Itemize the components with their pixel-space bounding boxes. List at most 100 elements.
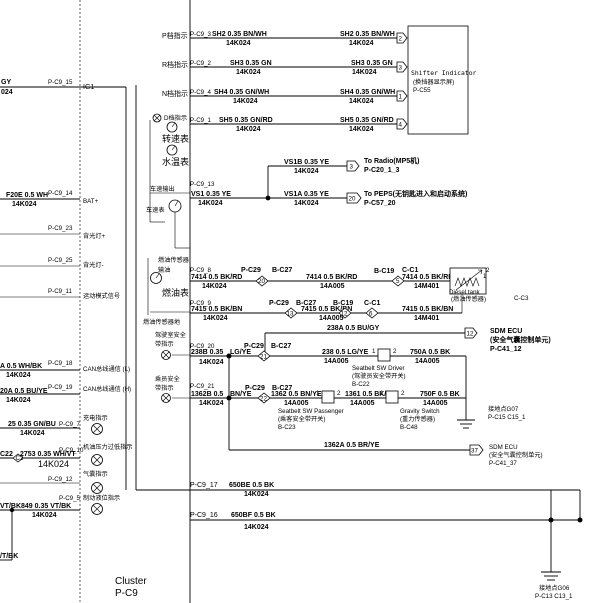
- pass-sw-desc: (乘客安全带开关): [278, 415, 325, 423]
- srs-circuit: 238A 0.5 BU/GY 12 SDM ECU (安全气囊控制单元) P-C…: [190, 325, 551, 467]
- wire-sh4-code-b: 14K024: [349, 98, 374, 105]
- wire-238-code: 14A005: [324, 358, 349, 365]
- shifter-title: Shifter Indicator: [411, 69, 477, 77]
- wire-can-h: 20A 0.5 BU/YE: [0, 388, 48, 395]
- brake-splice: [9, 507, 15, 513]
- fuel-pin-6: 6: [369, 311, 373, 318]
- sdm-desc: (安全气囊控制单元): [490, 335, 551, 344]
- speed-signals: P-C9_13 VS1 0.35 YE 14K024 VS1B 0.35 YE …: [190, 156, 467, 207]
- peps-code: P-C57_20: [364, 200, 396, 207]
- wire-1361-code: 14A005: [350, 400, 375, 407]
- wire-sh4-a: SH4 0.35 GN/WH: [214, 89, 269, 96]
- wire-can-l-code: 14K024: [6, 372, 31, 379]
- pin-sport: 运动模式信号: [83, 292, 120, 300]
- radio-to: To Radio(MP5机): [364, 156, 419, 165]
- wire-vs1b-code: 14K024: [294, 168, 319, 175]
- oil-connector-label: C2: [16, 455, 24, 462]
- wire-sh5-code-b: 14K024: [349, 126, 374, 133]
- sdm-code: P-C41_12: [490, 346, 522, 353]
- belt-inline-21-icon: 21: [257, 350, 271, 362]
- wire-750f-code: 14A005: [423, 400, 448, 407]
- wire-650be-code: 14K024: [244, 491, 269, 498]
- fuel-c29-b: P-C29: [269, 300, 289, 307]
- pin-p9: P-C9_9: [190, 300, 212, 307]
- fuel-b19-b: B-C19: [333, 300, 353, 307]
- wire-750a: 750A 0.5 BK: [410, 349, 450, 356]
- ind-fuel-ground: 燃油传感器地: [143, 318, 180, 326]
- fuel-inline-13-icon: 13: [284, 307, 298, 319]
- sdm2-code: P-C41_37: [489, 460, 517, 467]
- pass-sw-title: Seatbelt SW Passenger: [278, 408, 344, 415]
- shifter-pin-2-icon: 2: [396, 32, 408, 44]
- fuel-pin-13: 13: [287, 311, 294, 318]
- fuel-inline-6-icon: 6: [365, 307, 379, 319]
- wire-7414-b-code: 14A005: [320, 283, 345, 290]
- shifter-pin-3-icon: 3: [396, 61, 408, 73]
- shifter-pin-1: 1: [399, 94, 403, 101]
- wire-1361: 1361 0.5 BK/OG: [345, 391, 398, 398]
- diesel-title: Diesel tank: [449, 289, 481, 296]
- belt-c29: P-C29: [244, 343, 264, 350]
- grav-sw-code: B-C48: [400, 424, 418, 431]
- pin-can-l: CAN总线通信 (L): [83, 365, 130, 373]
- wire-vs1a: VS1A 0.35 YE: [284, 191, 329, 198]
- wire-f20e-code: 14K024: [12, 201, 37, 208]
- belt-pin-21: 21: [260, 354, 267, 361]
- sdm-title: SDM ECU: [490, 328, 522, 335]
- ind-speedo: 车速表: [146, 206, 165, 214]
- wire-sh2-a: SH2 0.35 BN/WH: [212, 31, 267, 38]
- wire-charge: 25 0.35 GN/BU: [8, 421, 56, 428]
- pin-charge: 充电指示: [83, 414, 108, 422]
- radio-code: P-C20_1_3: [364, 167, 400, 174]
- radio-pin-icon: 3: [346, 160, 360, 172]
- wire-sh4-code: 14K024: [233, 98, 258, 105]
- wire-238b-code: 14K024: [199, 359, 224, 366]
- ground-g07-icon: [457, 419, 475, 429]
- ind-driver-belt-2: 带指示: [155, 340, 174, 348]
- ground-g07: 接地点G07: [488, 405, 519, 413]
- wire-vs1-code: 14K024: [198, 200, 223, 207]
- ind-n-gear: N档指示: [162, 89, 188, 98]
- wire-1362b-code: 14K024: [199, 400, 224, 407]
- driver-belt-lamp-icon: [161, 350, 171, 360]
- fuel-b27-b: B-C27: [296, 300, 316, 307]
- belt-b27-b: B-C27: [272, 385, 292, 392]
- ind-r-gear: R档指示: [162, 60, 188, 69]
- driver-pin-1: 1: [372, 348, 376, 355]
- ind-p-gear: P档指示: [162, 31, 188, 40]
- pin-p17: P-C9_17: [190, 482, 218, 489]
- ground-g06-code: P-C13 C13_1: [535, 593, 573, 600]
- fuel-inline-20-icon: 20: [255, 275, 269, 287]
- wire-238: 238 0.5 LG/YE: [322, 349, 369, 356]
- wire-lgye: LG/YE: [230, 349, 251, 356]
- wire-1362b: 1362B 0.5: [191, 391, 223, 398]
- wire-7415-c-code: 14M401: [414, 315, 439, 322]
- pin-bl-plus: 背光灯+: [83, 232, 106, 240]
- wire-gy: GY: [1, 79, 11, 86]
- wire-gy-code: 024: [1, 89, 13, 96]
- belt-splice-b: [226, 395, 232, 401]
- cluster-body: Cluster P-C9: [79, 0, 191, 603]
- cluster-code: P-C9: [115, 588, 138, 599]
- belt-inline-22-icon: 22: [257, 392, 271, 404]
- fuel-b19: B-C19: [374, 268, 394, 275]
- brake-lamp-icon: [91, 503, 103, 515]
- fuel-c1-b: C-C1: [364, 300, 380, 307]
- wire-charge-code: 14K024: [20, 430, 45, 437]
- fuel-pin-5: 5: [396, 278, 400, 285]
- shifter-pin-4: 4: [399, 122, 403, 129]
- driver-sw-title: Seatbelt SW Driver: [352, 365, 405, 372]
- tachometer-icon: [166, 121, 178, 133]
- ind-driver-belt-1: 驾驶室安全: [155, 331, 187, 339]
- pin-p3: P-C9_3: [190, 31, 212, 38]
- wire-238a: 238A 0.5 BU/GY: [327, 325, 380, 332]
- ind-fuel-gauge: 燃油表: [162, 287, 189, 298]
- peps-pin-icon: 20: [346, 192, 362, 204]
- oil-lamp-icon: [91, 454, 103, 466]
- fuel-sensor-circuit: P-C9_8 P-C29 B-C27 B-C19 C-C1 7414 0.5 B…: [190, 267, 529, 322]
- pin-bat: BAT+: [83, 198, 99, 205]
- shifter-pin-2: 2: [399, 36, 403, 43]
- temp-gauge-icon: [166, 144, 178, 156]
- ground-splice-b: [577, 517, 583, 523]
- grav-sw-title: Gravity Switch: [400, 408, 440, 415]
